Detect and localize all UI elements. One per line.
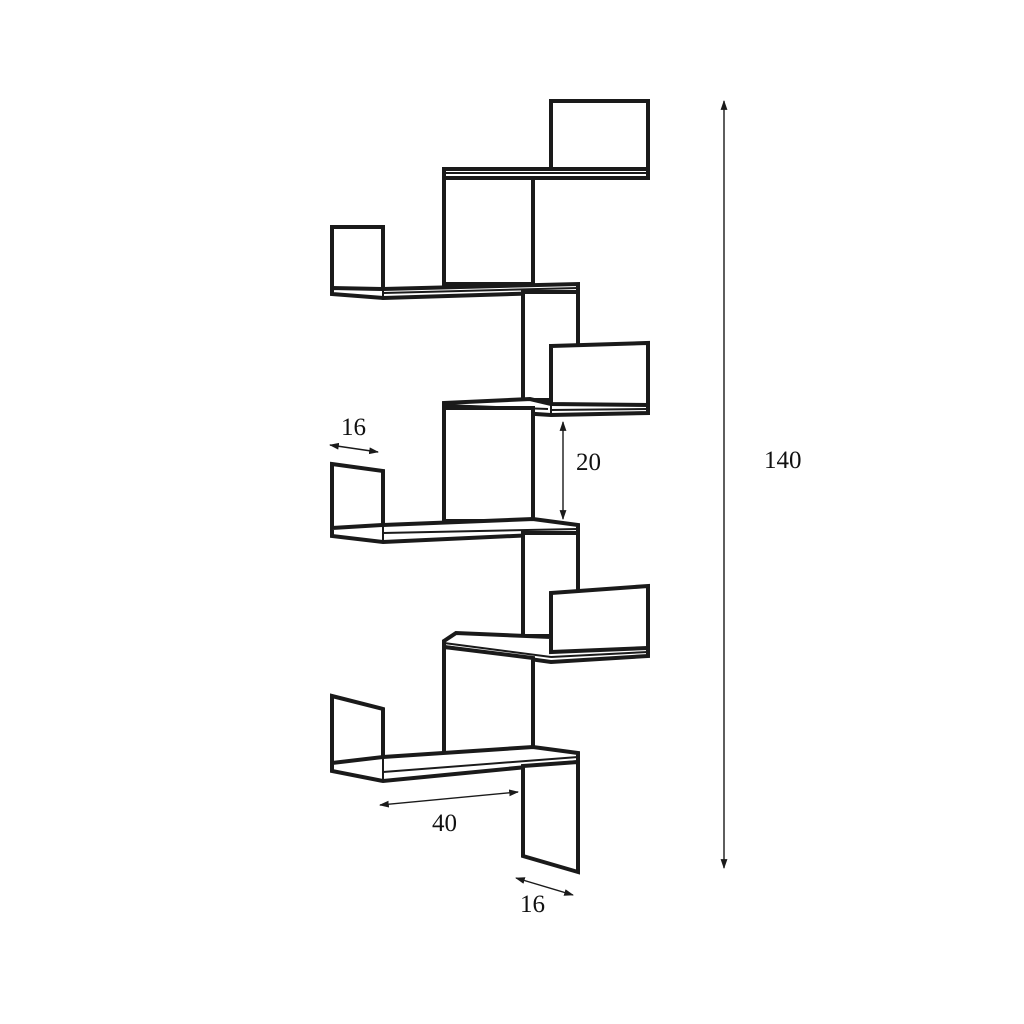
upright-panel bbox=[330, 461, 385, 536]
shelf-tier-6 bbox=[330, 693, 580, 784]
upright-panel bbox=[549, 99, 650, 173]
upright-panel bbox=[549, 583, 650, 654]
vertical-divider bbox=[442, 644, 535, 757]
bottom-support-panel bbox=[521, 759, 580, 875]
shelf-tier-1 bbox=[442, 99, 650, 180]
width-label: 40 bbox=[432, 810, 457, 837]
shelf-tier-4 bbox=[330, 461, 580, 545]
shelf-tier-2 bbox=[330, 225, 580, 301]
upright-panel bbox=[549, 340, 650, 410]
vertical-divider bbox=[442, 406, 535, 523]
dimension-depth-bottom: 16 bbox=[515, 877, 574, 918]
dimension-height: 140 bbox=[720, 100, 802, 869]
dimension-width: 40 bbox=[379, 789, 519, 837]
shelf-unit bbox=[330, 99, 650, 875]
upright-panel bbox=[330, 225, 385, 291]
depth-bottom-label: 16 bbox=[520, 891, 545, 918]
spacing-label: 20 bbox=[576, 449, 601, 476]
shelf-tier-5 bbox=[442, 583, 650, 665]
depth-top-label: 16 bbox=[341, 414, 366, 441]
dimension-depth-top: 16 bbox=[329, 414, 379, 455]
dimension-shelf-spacing: 20 bbox=[559, 421, 601, 520]
vertical-divider bbox=[442, 176, 535, 286]
height-label: 140 bbox=[764, 447, 802, 474]
